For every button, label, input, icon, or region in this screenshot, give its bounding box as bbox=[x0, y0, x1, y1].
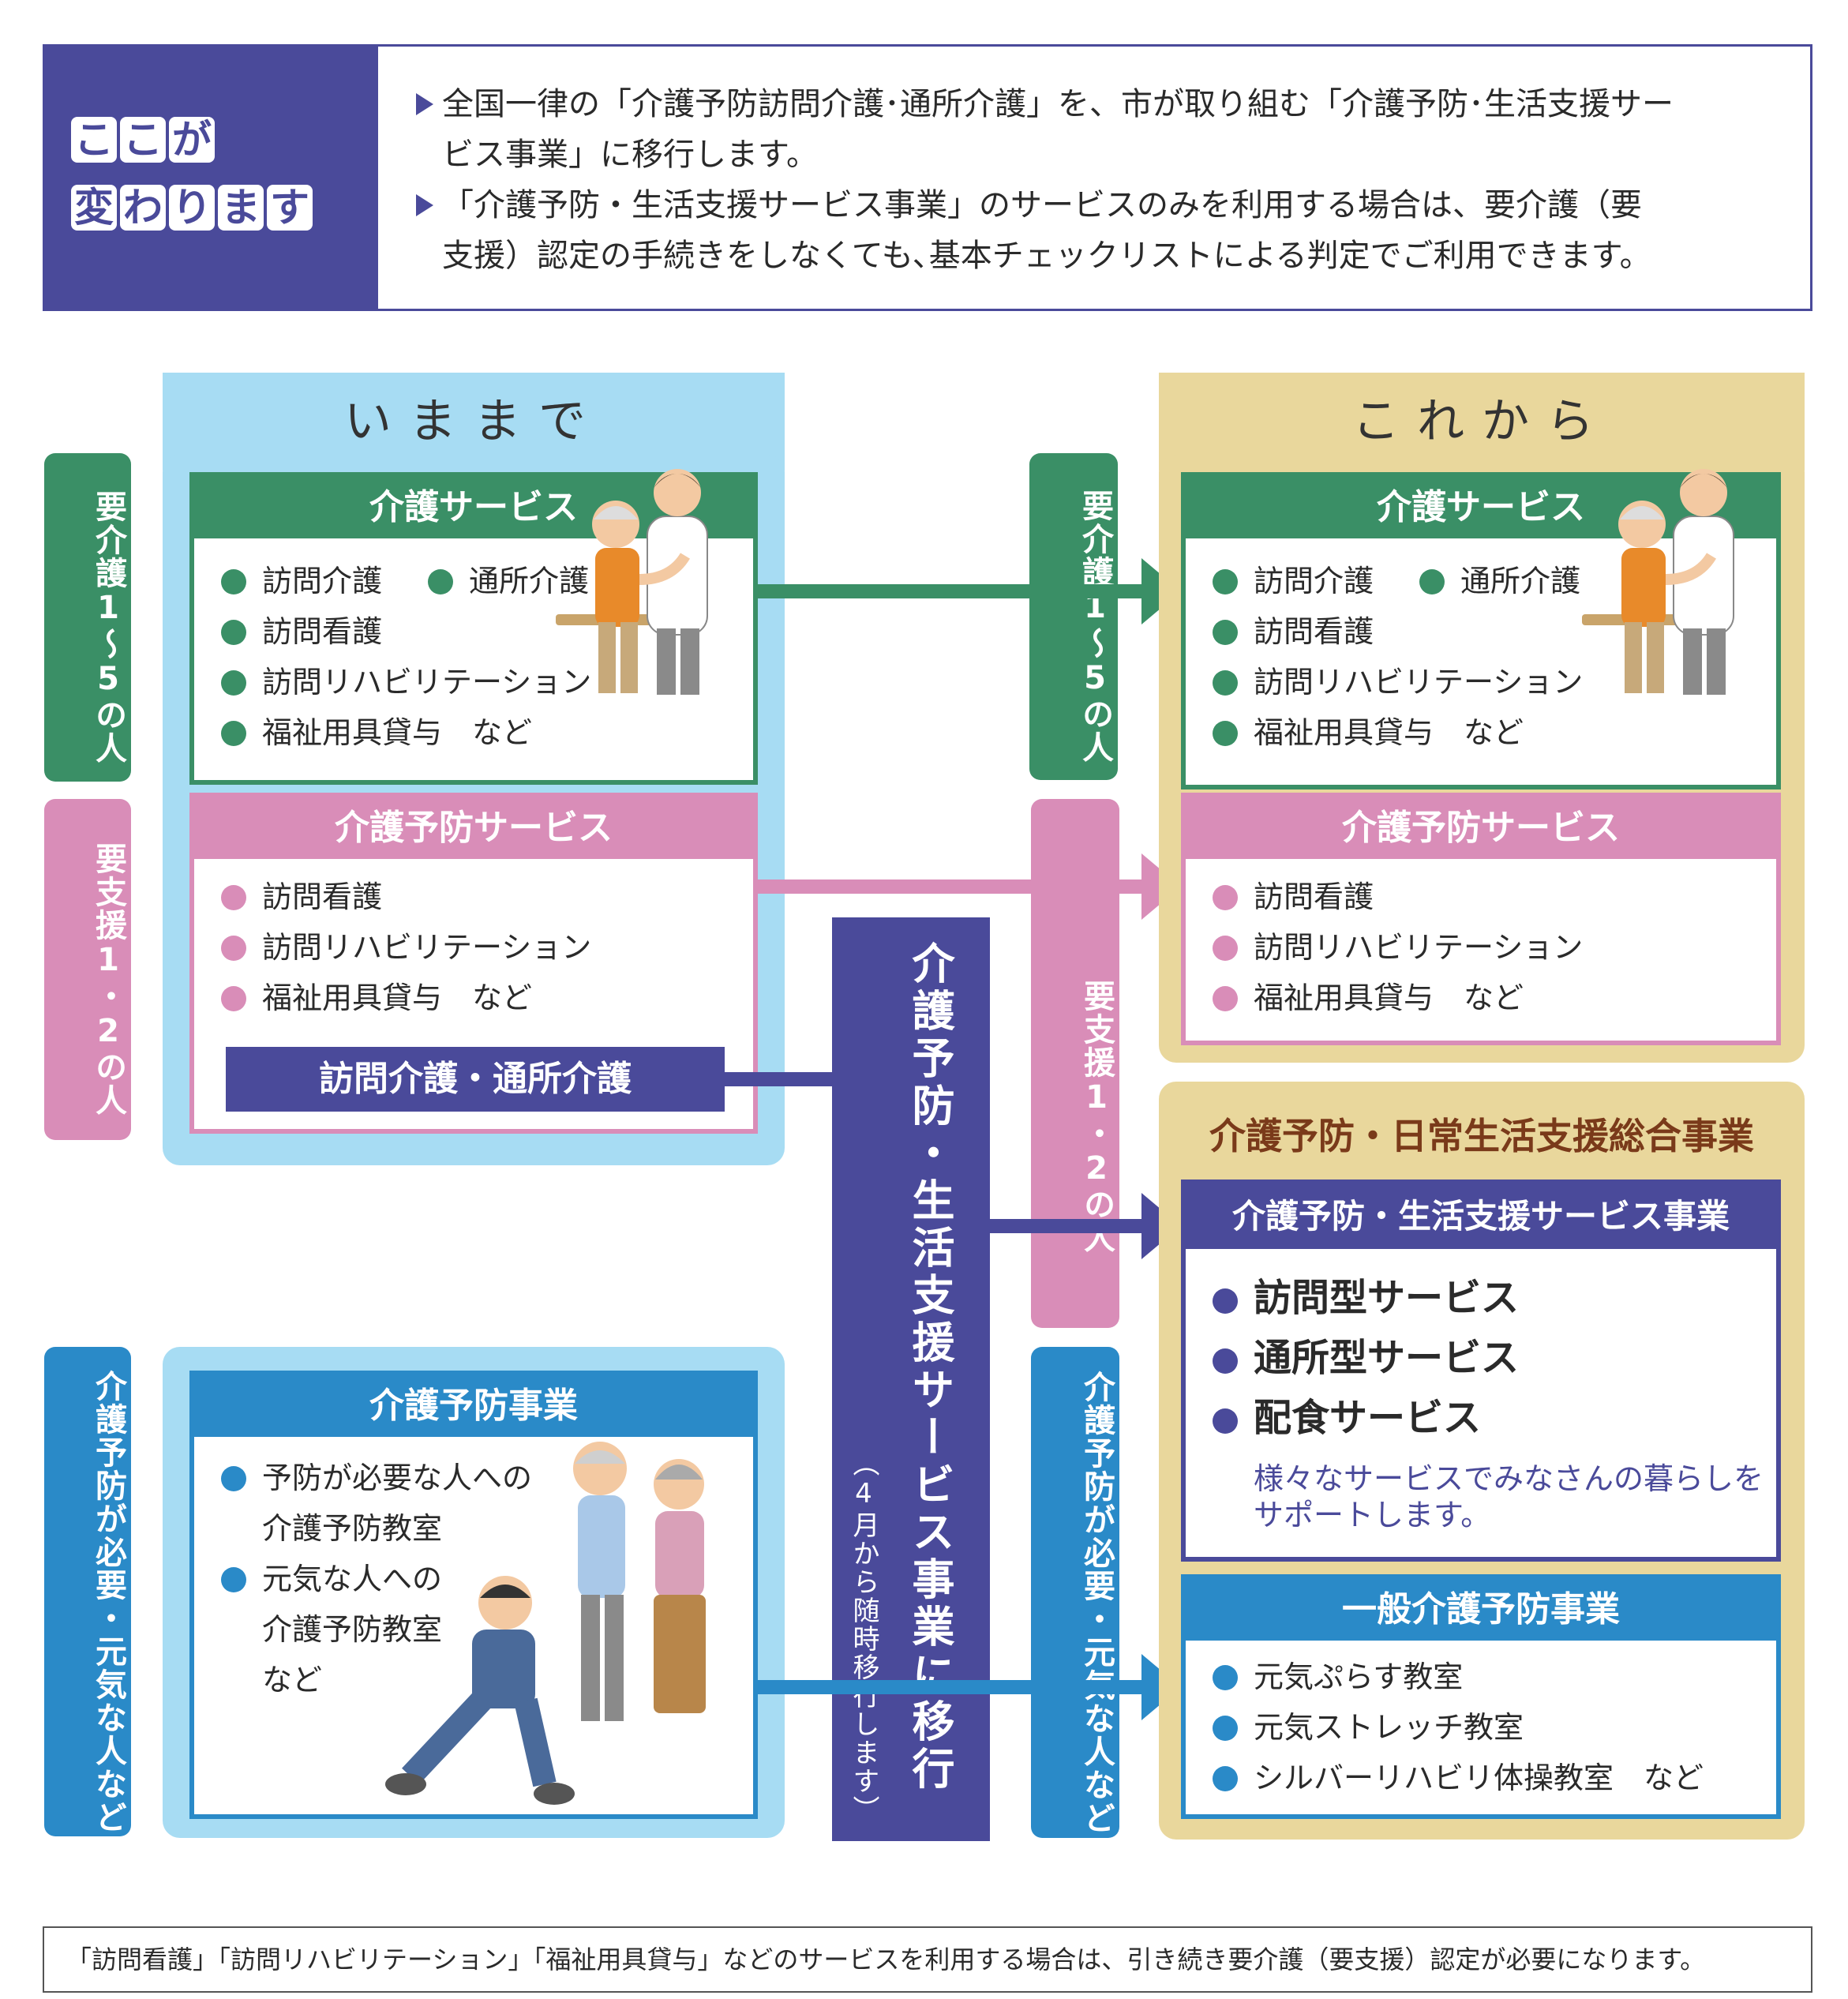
list-item: 元気ぷらす教室 bbox=[1213, 1658, 1463, 1696]
header-bullet-2-line-2: 支援）認定の手続きをしなくても､基本チェックリストによる判定でご利用できます。 bbox=[442, 238, 1651, 274]
bullet-dot-icon bbox=[1213, 1348, 1238, 1374]
bullet-dot-icon bbox=[221, 569, 246, 594]
bullet-dot-icon bbox=[1213, 721, 1238, 746]
service-note-line-2: サポートします。 bbox=[1254, 1498, 1491, 1532]
list-item: 訪問リハビリテーション bbox=[221, 928, 591, 966]
bullet-dot-icon bbox=[221, 885, 246, 910]
bullet-dot-icon bbox=[428, 569, 453, 594]
bullet-dot-icon bbox=[1213, 936, 1238, 961]
header-bullet-2-line-1: 「介護予防・生活支援サービス事業」のサービスのみを利用する場合は、要介護（要 bbox=[442, 187, 1642, 223]
bullet-dot-icon bbox=[1213, 1766, 1238, 1791]
list-item: 訪問看護 bbox=[221, 613, 382, 651]
bullet-dot-icon bbox=[1213, 986, 1238, 1011]
list-item: 通所介護 bbox=[428, 562, 589, 600]
box-title: 介護予防サービス bbox=[1186, 797, 1776, 859]
badge-line-1: ここが bbox=[69, 117, 216, 163]
list-item: 福祉用具貸与 など bbox=[1213, 979, 1524, 1017]
list-item: 訪問リハビリテーション bbox=[1213, 663, 1583, 701]
list-item: 予防が必要な人への bbox=[221, 1459, 532, 1497]
list-item: シルバーリハビリ体操教室 など bbox=[1213, 1759, 1704, 1797]
caregiver-illustration bbox=[556, 469, 708, 695]
right-care-service-box: 介護サービス 訪問介護 通所介護 訪問看護 訪問リハビリテーション 福祉用具貸与… bbox=[1181, 472, 1781, 789]
bullet-dot-icon bbox=[221, 986, 246, 1011]
label-care-1-5-left: 要介護1～5の人 bbox=[44, 453, 131, 782]
box-title: 一般介護予防事業 bbox=[1186, 1579, 1776, 1641]
list-item: 福祉用具貸与 など bbox=[221, 979, 532, 1017]
list-item: 介護予防教室 bbox=[262, 1612, 443, 1647]
list-item: 元気ストレッチ教室 bbox=[1213, 1708, 1524, 1746]
list-item: など bbox=[262, 1663, 323, 1697]
changes-badge: ここが 変わります bbox=[43, 44, 378, 311]
bullet-dot-icon bbox=[1213, 1665, 1238, 1690]
living-support-service-box: 介護予防・生活支援サービス事業 訪問型サービス 通所型サービス 配食サービス 様… bbox=[1181, 1180, 1781, 1562]
list-item: 福祉用具貸与 など bbox=[1213, 714, 1524, 752]
footer-note: 「訪問看護」「訪問リハビリテーション」「福祉用具貸与」などのサービスを利用する場… bbox=[43, 1926, 1812, 1993]
bullet-dot-icon bbox=[1213, 620, 1238, 645]
transition-bar: 介護予防・生活支援サービス事業に移行 （4月から随時移行します） bbox=[832, 917, 990, 1841]
list-item: 訪問看護 bbox=[1213, 878, 1374, 916]
bullet-dot-icon bbox=[221, 670, 246, 696]
general-prevention-box: 一般介護予防事業 元気ぷらす教室 元気ストレッチ教室 シルバーリハビリ体操教室 … bbox=[1181, 1574, 1781, 1819]
list-item: 訪問リハビリテーション bbox=[221, 663, 591, 701]
list-item: 訪問看護 bbox=[221, 878, 382, 916]
label-support-1-2-left: 要支援1・2の人 bbox=[44, 799, 131, 1140]
list-item: 元気な人への bbox=[221, 1560, 442, 1598]
list-item: 訪問リハビリテーション bbox=[1213, 928, 1583, 966]
list-item: 訪問介護 bbox=[221, 562, 382, 600]
list-item: 通所型サービス bbox=[1213, 1334, 1519, 1382]
bullet-dot-icon bbox=[1213, 885, 1238, 910]
label-support-1-2-right: 要支援1・2の人 bbox=[1031, 799, 1119, 1328]
label-prevention-needed-left: 介護予防が必要・元気な人など bbox=[44, 1347, 131, 1836]
transition-bar-title: 介護予防・生活支援サービス事業に移行 bbox=[905, 941, 954, 1794]
box-title: 介護予防サービス bbox=[194, 797, 753, 859]
badge-line-2: 変わります bbox=[69, 185, 314, 231]
arrow-moved-line bbox=[722, 1072, 832, 1086]
list-item: 通所介護 bbox=[1419, 562, 1580, 600]
list-item: 福祉用具貸与 など bbox=[221, 714, 532, 752]
arrow-prevention-line bbox=[758, 879, 1145, 894]
box-title: 介護予防事業 bbox=[194, 1375, 753, 1437]
moved-services-label: 訪問介護・通所介護 bbox=[226, 1047, 725, 1112]
caregiver-illustration bbox=[1582, 469, 1734, 695]
arrow-care-line bbox=[758, 584, 1145, 598]
arrow-transition-line bbox=[990, 1219, 1145, 1233]
bullet-dot-icon bbox=[221, 1466, 246, 1491]
bullet-dot-icon bbox=[1213, 670, 1238, 696]
right-prevention-service-box: 介護予防サービス 訪問看護 訪問リハビリテーション 福祉用具貸与 など bbox=[1181, 793, 1781, 1045]
list-item: 訪問型サービス bbox=[1213, 1274, 1519, 1322]
header-bullet-1-line-2: ビス事業」に移行します。 bbox=[442, 137, 818, 173]
list-item: 介護予防教室 bbox=[262, 1511, 443, 1546]
bullet-triangle-icon bbox=[416, 93, 433, 115]
list-item: 訪問介護 bbox=[1213, 562, 1374, 600]
seniors-exercise-illustration bbox=[385, 1442, 706, 1805]
bullet-dot-icon bbox=[221, 721, 246, 746]
column-header-before: いままで bbox=[163, 373, 785, 471]
arrow-general-line bbox=[758, 1680, 1145, 1694]
bullet-dot-icon bbox=[221, 1567, 246, 1592]
bullet-dot-icon bbox=[1213, 1716, 1238, 1741]
label-care-1-5-right: 要介護1～5の人 bbox=[1029, 453, 1118, 780]
transition-bar-note: （4月から随時移行します） bbox=[848, 1450, 879, 1824]
bullet-dot-icon bbox=[1213, 1288, 1238, 1314]
list-item: 訪問看護 bbox=[1213, 613, 1374, 651]
header-bullet-1-line-1: 全国一律の「介護予防訪問介護･通所介護」を、市が取り組む「介護予防･生活支援サー bbox=[442, 86, 1674, 122]
left-prevention-service-box: 介護予防サービス 訪問看護 訪問リハビリテーション 福祉用具貸与 など 訪問介護… bbox=[189, 793, 758, 1134]
list-item: 配食サービス bbox=[1213, 1394, 1481, 1442]
bullet-dot-icon bbox=[1419, 569, 1445, 594]
bullet-dot-icon bbox=[1213, 1408, 1238, 1434]
bullet-dot-icon bbox=[221, 620, 246, 645]
box-title: 介護予防・生活支援サービス事業 bbox=[1186, 1184, 1776, 1249]
comprehensive-program-title: 介護予防・日常生活支援総合事業 bbox=[1209, 1115, 1754, 1157]
column-header-after: これから bbox=[1159, 373, 1805, 471]
service-note-line-1: 様々なサービスでみなさんの暮らしを bbox=[1254, 1461, 1764, 1496]
bullet-triangle-icon bbox=[416, 194, 433, 216]
label-prevention-needed-right: 介護予防が必要・元気な人など bbox=[1031, 1347, 1119, 1838]
bullet-dot-icon bbox=[221, 936, 246, 961]
bullet-dot-icon bbox=[1213, 569, 1238, 594]
